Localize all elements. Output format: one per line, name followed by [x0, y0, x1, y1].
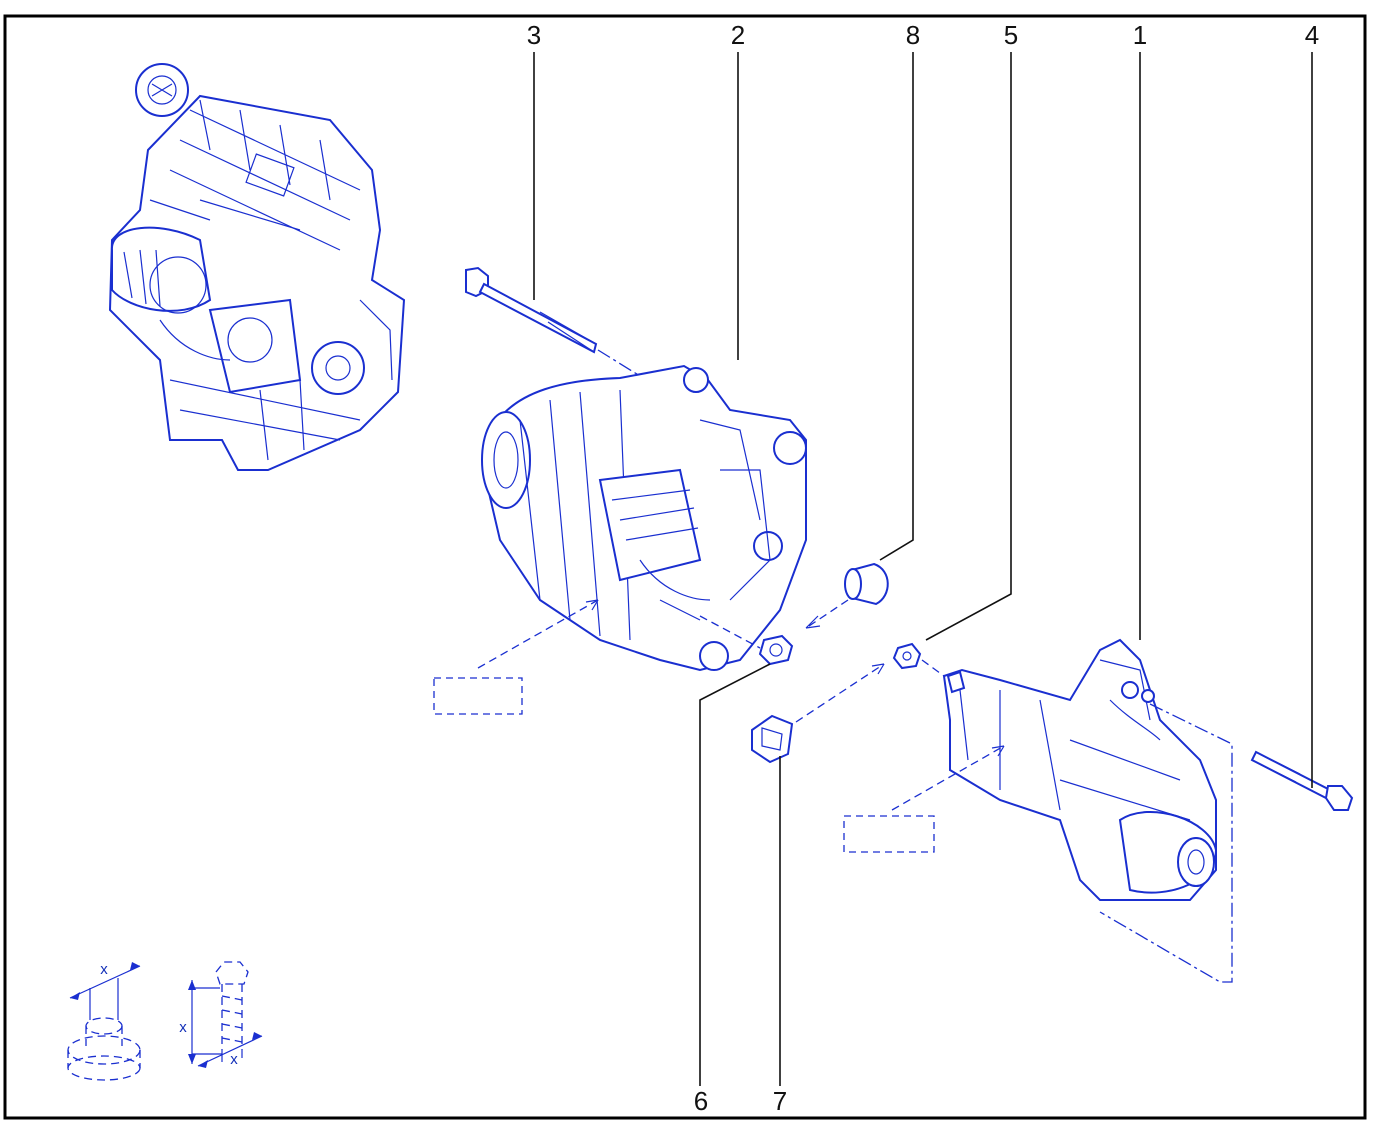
starter-motor-1 — [942, 638, 1233, 983]
callout-1-label: 1 — [1133, 20, 1147, 50]
callout-8-label: 8 — [906, 20, 920, 50]
terminal-nut-6 — [699, 615, 794, 666]
nut-dimension-legend: x — [67, 961, 141, 1081]
callout-5-label: 5 — [1004, 20, 1018, 50]
callout-leaders — [533, 52, 1313, 1086]
callout-6-label: 6 — [694, 1086, 708, 1116]
callout-3-label: 3 — [527, 20, 541, 50]
starter-torque-box — [843, 745, 1005, 853]
callout-2-label: 2 — [731, 20, 745, 50]
bolt-dimension-legend: x x — [179, 961, 263, 1068]
bolt-width-symbol: x — [230, 1051, 238, 1068]
starter-bolt-4 — [1250, 750, 1354, 811]
alternator-bolt-3 — [465, 266, 641, 377]
callout-7-label: 7 — [773, 1086, 787, 1116]
alternator-torque-box — [433, 599, 599, 715]
starter-nut-5 — [892, 642, 945, 677]
nut-dim-symbol: x — [100, 961, 108, 978]
engine-block-illustration — [108, 63, 406, 471]
bolt-length-symbol: x — [179, 1019, 187, 1036]
diagram-frame — [3, 14, 1367, 1120]
terminal-cap-8 — [805, 562, 889, 629]
callout-4-label: 4 — [1305, 20, 1319, 50]
alternator-2 — [481, 364, 807, 672]
connector-7 — [751, 663, 885, 764]
